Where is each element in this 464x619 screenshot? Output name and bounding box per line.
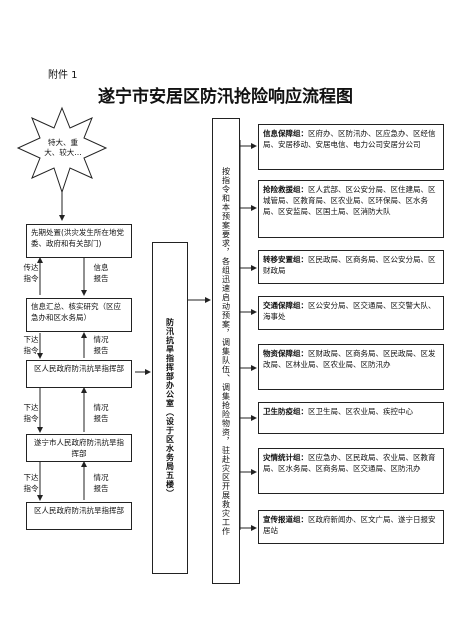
group-name: 交通保障组： <box>263 301 308 310</box>
arrow-label-command-1: 下达指令 <box>23 335 39 355</box>
group-name: 抢险救援组： <box>263 185 308 194</box>
group-members: 区民政局、区商务局、区公安分局、区财政局 <box>263 255 436 275</box>
page-title: 遂宁市安居区防汛抢险响应流程图 <box>98 87 353 107</box>
group-statistics: 灾情统计组：区应急办、区民政局、农业局、区教育局、区水务局、区商务局、区交通局、… <box>258 448 444 494</box>
group-name: 卫生防疫组： <box>263 407 308 416</box>
group-members: 区政府新闻办、区文广局、遂宁日报安居站 <box>263 515 436 535</box>
flood-control-office: 防汛抗旱指挥部办公室（设于区水务局五楼） <box>152 242 188 574</box>
group-name: 转移安置组： <box>263 255 308 264</box>
group-name: 信息保障组： <box>263 129 308 138</box>
group-members: 区卫生局、区农业局、疾控中心 <box>308 407 413 416</box>
arrow-label-command-2: 下达指令 <box>23 403 39 423</box>
attachment-label: 附件 1 <box>48 70 78 81</box>
group-relocation: 转移安置组：区民政局、区商务局、区公安分局、区财政局 <box>258 250 444 284</box>
arrow-label-status-1: 情况报告 <box>93 335 109 355</box>
group-name: 灾情统计组： <box>263 453 308 462</box>
arrow-label-report: 信息报告 <box>93 263 109 283</box>
step-city-hq: 遂宁市人民政府防汛抗旱指挥部 <box>26 434 132 462</box>
group-members: 区公安分局、区交通局、区交警大队、海事处 <box>263 301 436 321</box>
arrow-label-relay: 传达指令 <box>23 263 39 283</box>
group-members: 区应急办、区民政局、农业局、区教育局、区水务局、区商务局、区交通局、区防汛办 <box>263 453 436 473</box>
burst-shape <box>16 106 108 194</box>
group-epidemic: 卫生防疫组：区卫生局、区农业局、疾控中心 <box>258 402 444 434</box>
group-rescue: 抢险救援组：区人武部、区公安分局、区住建局、区城管局、区教育局、区农业局、区环保… <box>258 180 444 238</box>
group-members: 区府办、区防汛办、区应急办、区经信局、安居移动、安居电信、电力公司安居分公司 <box>263 129 436 149</box>
arrow-label-command-3: 下达指令 <box>23 473 39 493</box>
group-members: 区人武部、区公安分局、区住建局、区城管局、区教育局、区农业局、区环保局、区水务局… <box>263 185 436 216</box>
group-publicity: 宣传报道组：区政府新闻办、区文广局、遂宁日报安居站 <box>258 510 444 544</box>
arrow-label-status-3: 情况报告 <box>93 473 109 493</box>
group-name: 物资保障组： <box>263 349 308 358</box>
step-district-hq-2: 区人民政府防汛抗旱指挥部 <box>26 502 132 530</box>
step-info-summary: 信息汇总、核实研究（区应急办和区水务局） <box>26 298 132 332</box>
step-district-hq: 区人民政府防汛抗旱指挥部 <box>26 360 132 388</box>
burst-label: 特大、重大、较大… <box>44 138 82 157</box>
group-info-support: 信息保障组：区府办、区防汛办、区应急办、区经信局、安居移动、安居电信、电力公司安… <box>258 124 444 170</box>
group-supplies: 物资保障组：区财政局、区商务局、区民政局、区发改局、区林业局、区农业局、区防汛办 <box>258 344 444 390</box>
arrow-label-status-2: 情况报告 <box>93 403 109 423</box>
group-traffic: 交通保障组：区公安分局、区交通局、区交警大队、海事处 <box>258 296 444 330</box>
step-initial-response: 先期处置(洪灾发生所在地党委、政府和有关部门) <box>26 224 132 258</box>
group-members: 区财政局、区商务局、区民政局、区发改局、区林业局、区农业局、区防汛办 <box>263 349 436 369</box>
group-name: 宣传报道组： <box>263 515 308 524</box>
command-instructions: 按指令和本预案要求，各组迅速启动预案，调集队伍、调集抢险物资，驻赴灾区开展救灾工… <box>212 118 240 584</box>
